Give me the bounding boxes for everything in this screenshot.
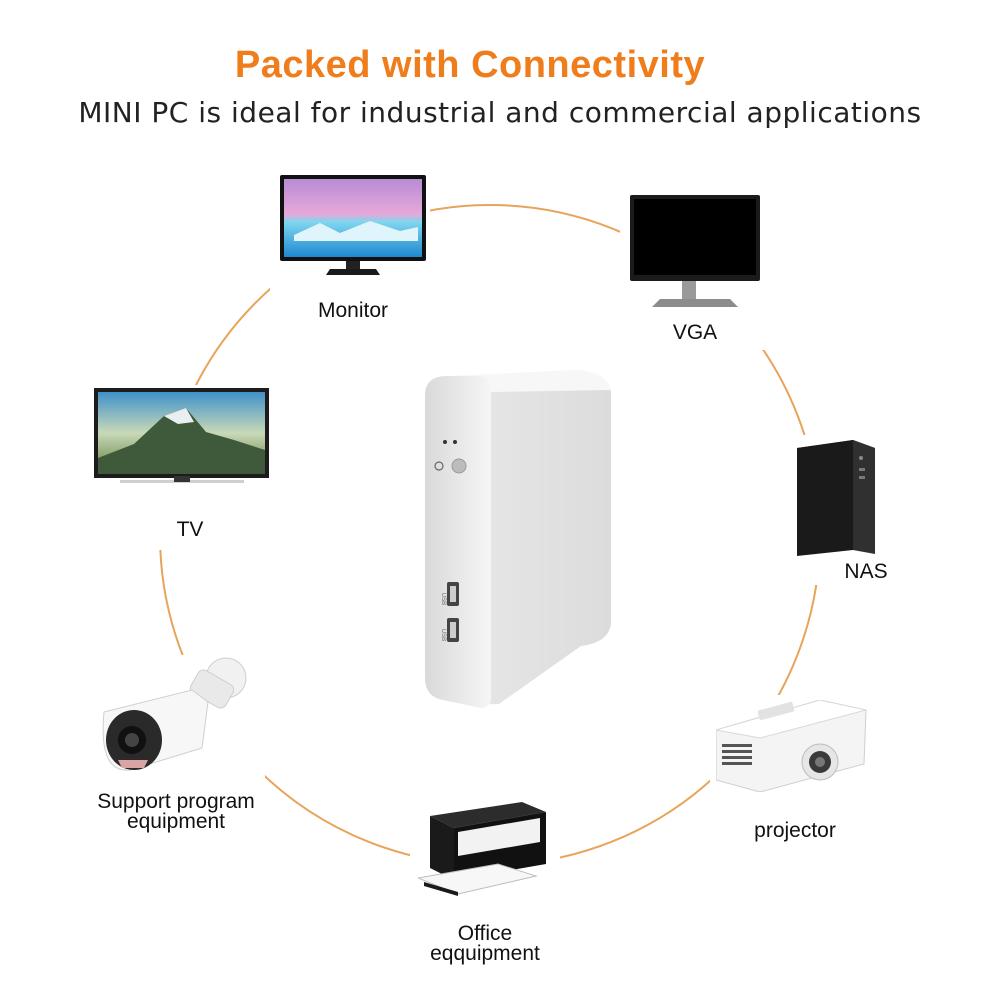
device-label-nas: NAS bbox=[844, 560, 888, 583]
device-label-projector: projector bbox=[754, 819, 836, 842]
usb-port-label: USB bbox=[440, 592, 447, 606]
page-subtitle: MINI PC is ideal for industrial and comm… bbox=[78, 96, 922, 129]
device-label-tv: TV bbox=[176, 518, 204, 541]
monitor-icon bbox=[280, 175, 426, 285]
device-label-support-program: Support program equipment bbox=[97, 790, 255, 833]
nas-tower-icon bbox=[797, 440, 877, 558]
device-label-office: Office eqquipment bbox=[430, 922, 540, 965]
printer-icon bbox=[418, 802, 550, 898]
security-camera-icon bbox=[100, 656, 252, 786]
mini-pc bbox=[425, 368, 615, 708]
device-label-vga: VGA bbox=[672, 321, 718, 344]
usb-port-label: USB bbox=[440, 628, 447, 642]
device-label-monitor: Monitor bbox=[317, 299, 389, 322]
page-title: Packed with Connectivity bbox=[234, 44, 706, 86]
tv-icon bbox=[94, 388, 269, 490]
vga-monitor-icon bbox=[630, 195, 760, 309]
projector-icon bbox=[716, 700, 868, 792]
